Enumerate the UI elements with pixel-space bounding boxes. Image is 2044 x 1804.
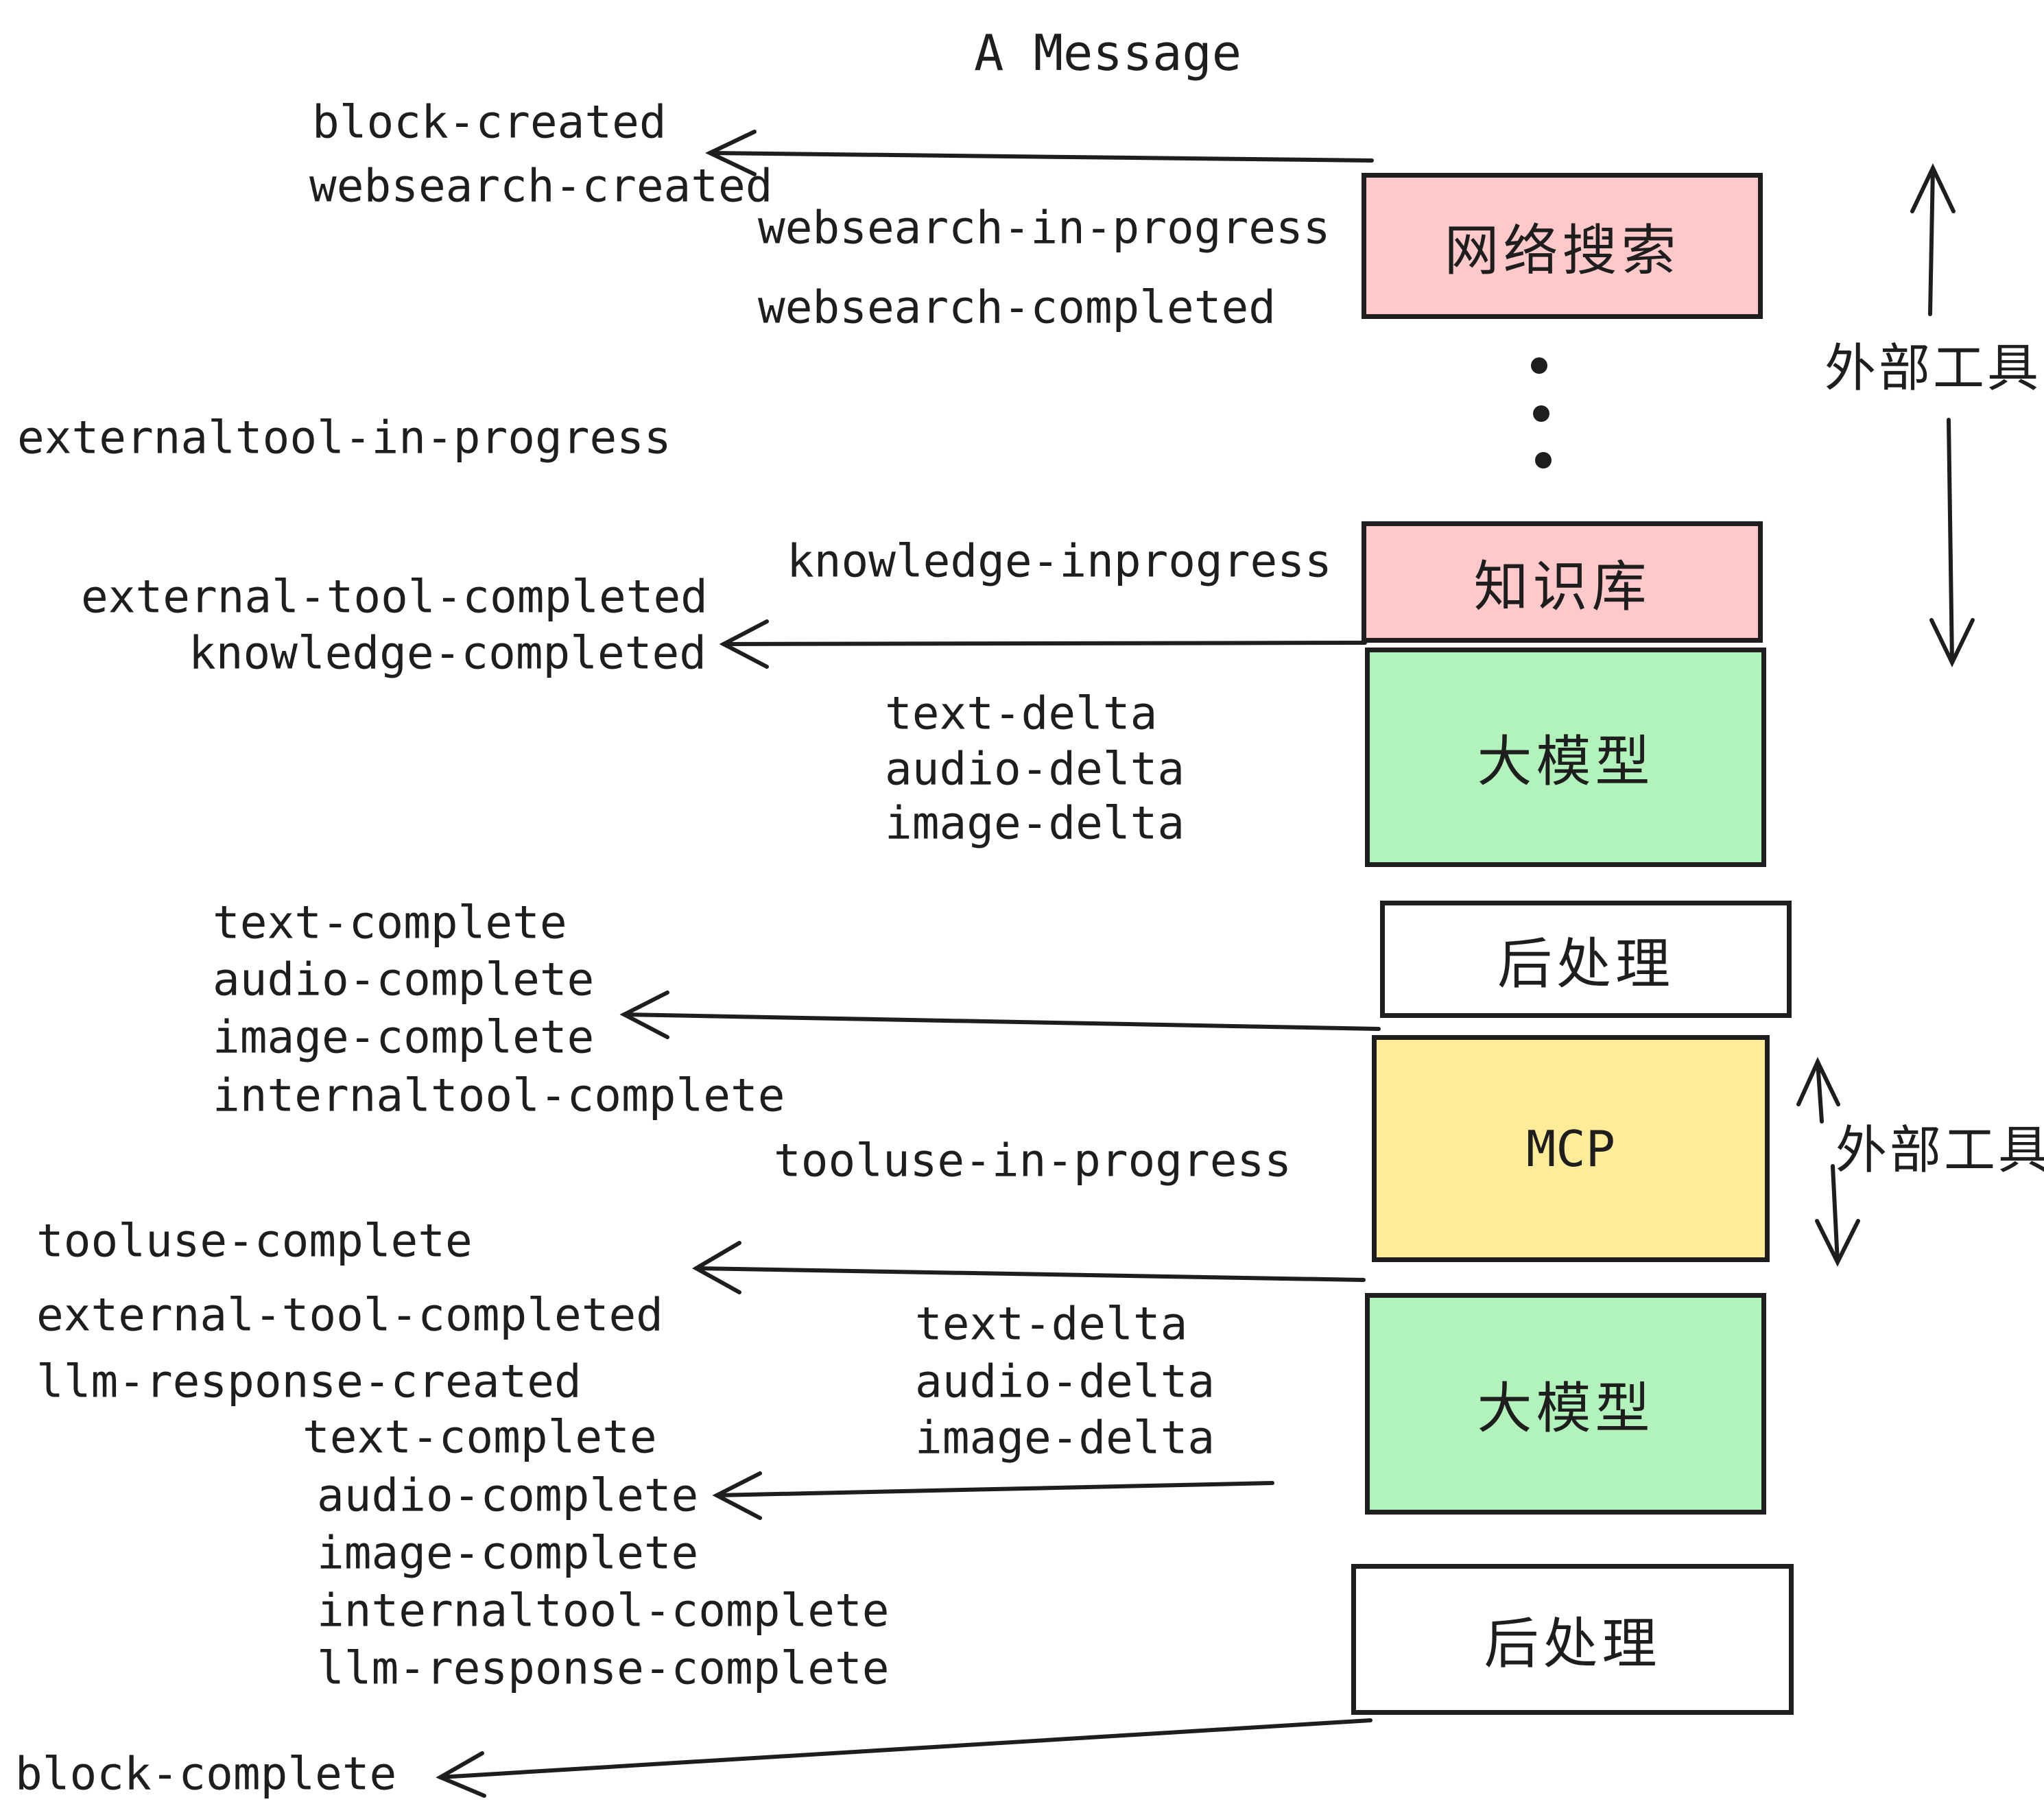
- arrow-to-audio-complete-2: [712, 1471, 1274, 1520]
- event-internaltool-complete-1: internaltool-complete: [213, 1069, 785, 1122]
- event-image-delta-2: image-delta: [915, 1411, 1215, 1464]
- box-knowledge-base-label: 知识库: [1473, 554, 1651, 619]
- event-text-complete-2: text-complete: [302, 1410, 657, 1464]
- arrow-to-websearch-created: [705, 130, 1374, 176]
- event-image-complete-2: image-complete: [317, 1526, 699, 1580]
- diagram-title: A Message: [974, 24, 1242, 82]
- side-label-external-tools-1: 外部工具: [1825, 337, 2042, 399]
- event-websearch-created: websearch-created: [309, 159, 773, 213]
- side-label-external-tools-2: 外部工具: [1835, 1119, 2044, 1180]
- event-text-complete-1: text-complete: [213, 896, 567, 949]
- arrow-to-block-complete: [436, 1718, 1372, 1798]
- event-tooluse-in-progress: tooluse-in-progress: [774, 1134, 1292, 1187]
- event-knowledge-completed: knowledge-completed: [189, 626, 706, 680]
- arrow-to-image-complete-1: [619, 990, 1381, 1039]
- ellipsis-dot: [1531, 357, 1547, 374]
- event-llm-response-complete: llm-response-complete: [317, 1641, 890, 1695]
- box-postprocess-1-label: 后处理: [1497, 931, 1674, 996]
- arrow-to-tooluse-complete: [691, 1241, 1366, 1294]
- box-postprocess-2-label: 后处理: [1484, 1612, 1661, 1676]
- box-knowledge-base: 知识库: [1362, 521, 1763, 643]
- box-websearch-label: 网络搜索: [1444, 218, 1680, 283]
- event-image-complete-1: image-complete: [213, 1010, 595, 1064]
- box-llm-1-label: 大模型: [1477, 730, 1654, 794]
- arrow-external-tools-up-2: [1796, 1056, 1840, 1124]
- event-audio-complete-2: audio-complete: [317, 1469, 699, 1522]
- box-llm-2-label: 大模型: [1477, 1376, 1654, 1440]
- ellipsis-dot: [1533, 405, 1549, 422]
- event-internaltool-complete-2: internaltool-complete: [317, 1584, 890, 1637]
- box-mcp: MCP: [1372, 1035, 1770, 1262]
- event-knowledge-inprogress: knowledge-inprogress: [787, 534, 1332, 588]
- box-llm-2: 大模型: [1365, 1293, 1766, 1515]
- event-block-complete: block-complete: [15, 1747, 397, 1801]
- event-block-created: block-created: [312, 95, 667, 149]
- arrow-external-tools-down-1: [1929, 418, 1975, 667]
- event-external-tool-completed-2: external-tool-completed: [36, 1288, 663, 1342]
- event-external-tool-completed: external-tool-completed: [81, 570, 708, 624]
- event-text-delta-1: text-delta: [885, 687, 1158, 740]
- box-postprocess-1: 后处理: [1380, 901, 1792, 1018]
- event-text-delta-2: text-delta: [915, 1297, 1188, 1351]
- event-llm-response-created: llm-response-created: [36, 1355, 582, 1408]
- event-websearch-completed: websearch-completed: [758, 281, 1276, 334]
- arrow-to-knowledge-completed: [719, 619, 1367, 669]
- box-postprocess-2: 后处理: [1351, 1564, 1794, 1715]
- event-audio-delta-2: audio-delta: [915, 1355, 1215, 1408]
- event-tooluse-complete: tooluse-complete: [36, 1214, 473, 1268]
- event-audio-complete-1: audio-complete: [213, 953, 595, 1006]
- ellipsis-dot: [1535, 452, 1552, 468]
- event-audio-delta-1: audio-delta: [885, 742, 1185, 796]
- event-image-delta-1: image-delta: [885, 796, 1185, 850]
- arrow-external-tools-up-1: [1910, 163, 1956, 316]
- box-websearch: 网络搜索: [1362, 173, 1763, 319]
- box-mcp-label: MCP: [1525, 1119, 1616, 1178]
- event-externaltool-in-progress: externaltool-in-progress: [17, 411, 672, 464]
- box-llm-1: 大模型: [1365, 648, 1766, 867]
- event-websearch-in-progress: websearch-in-progress: [758, 201, 1331, 254]
